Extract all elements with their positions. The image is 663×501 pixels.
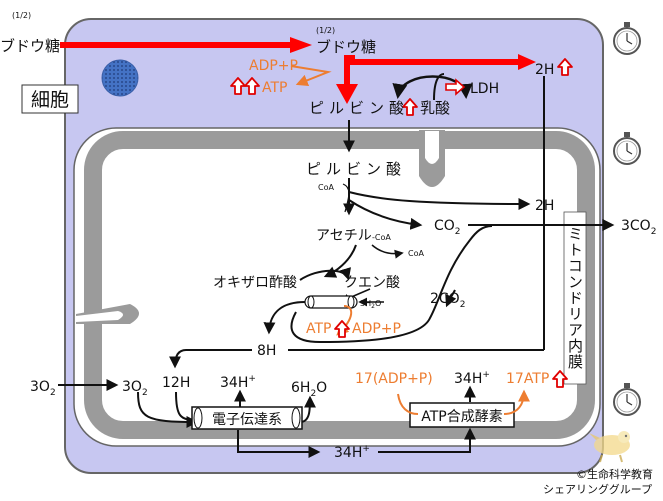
etc-label: 電子伝達系 — [212, 412, 282, 428]
three-o2-in-label: 3O — [122, 379, 142, 395]
ldh-arrow — [445, 78, 466, 96]
oxaloacetate-label: オキザロ酢酸 — [213, 275, 297, 291]
cell-label-box — [21, 84, 79, 114]
cycle-return-arrow — [263, 301, 306, 335]
svg-text:CO2: CO2 — [434, 218, 461, 237]
oxaloacetate-to-citrate-arrow — [299, 267, 351, 281]
half-label-mid: (1/2) — [316, 26, 335, 35]
glucose-to-2h-arrow — [349, 55, 518, 65]
mitochondrion-outer — [73, 127, 601, 447]
coa-input-arrow — [342, 183, 350, 213]
seventeen-atp-label: 17ATP — [506, 371, 549, 387]
34h-left-label: 34H — [220, 375, 248, 391]
stopwatch-icon — [613, 382, 641, 416]
atp-synthase-label: ATP合成酵素 — [421, 409, 502, 425]
six-h2o-label: 6H — [291, 380, 310, 396]
lactate: 乳酸 — [420, 99, 450, 117]
atp-cycle: ATP — [306, 321, 331, 337]
ldh-label: LDH — [470, 81, 499, 97]
co2-label: CO — [434, 218, 455, 234]
pyruvate-to-2h-arrow — [348, 191, 531, 210]
34h-right-label: 34H — [454, 371, 482, 387]
two-h-mid: 2H — [535, 198, 554, 214]
svg-text:3CO2: 3CO2 — [621, 218, 656, 237]
synthase-atp-arrow — [503, 389, 530, 415]
svg-text:34H+: 34H+ — [334, 444, 370, 461]
nucleus — [101, 59, 139, 97]
atp-synthase — [409, 402, 515, 428]
pyruvate-lactate-loop — [392, 75, 473, 99]
two-co2-label: 2CO — [430, 291, 460, 307]
atp-top: ATP — [262, 80, 287, 96]
stopwatch-icon — [613, 131, 641, 165]
svg-text:6H2O: 6H2O — [291, 380, 327, 399]
three-co2-label: 3CO — [621, 218, 651, 234]
mascot-logo — [589, 431, 630, 463]
citrate-label: クエン酸 — [344, 275, 400, 291]
seventeen-adp-label: 17(ADP+P) — [355, 371, 433, 387]
eight-h-label: 8H — [257, 343, 276, 359]
inner-membrane-label: ミトコンドリア内膜 — [566, 226, 584, 370]
adp-p-top: ADP+P — [249, 58, 298, 74]
credit-line-1: ©生命科学教育 — [576, 467, 653, 481]
half-label-left: (1/2) — [12, 11, 31, 20]
coa-label-2: CoA — [408, 249, 424, 258]
stopwatch-icon — [613, 21, 641, 55]
svg-text:2CO2: 2CO2 — [430, 291, 465, 310]
svg-text:34H+: 34H+ — [454, 370, 490, 387]
acetyl-to-citrate-arrow — [323, 244, 357, 278]
acetyl-label: アセチル — [316, 228, 372, 244]
adp-p-cycle: ADP+P — [352, 321, 401, 337]
electron-transport-chain — [191, 406, 303, 430]
34h-bottom-label: 34H — [334, 445, 362, 461]
pyruvate-mito: ピルビン酸 — [306, 160, 406, 178]
inner-membrane-label-box — [563, 211, 587, 385]
glucose-left: ブドウ糖 — [0, 37, 60, 55]
coa-label-1: CoA — [318, 183, 334, 192]
svg-text:3H2O: 3H2O — [360, 299, 381, 310]
proton-flow — [237, 430, 321, 458]
pyruvate-to-co2-arrow — [348, 199, 423, 230]
credit-line-2: シェアリンググループ — [543, 482, 652, 496]
svg-text:34H+: 34H+ — [220, 374, 256, 391]
adp-to-atp-arrow — [290, 65, 332, 87]
twelve-h-label: 12H — [162, 375, 190, 391]
cell-label: 細胞 — [31, 89, 69, 111]
three-o2-out-label: 3O — [30, 379, 50, 395]
two-h-top: 2H — [535, 62, 554, 78]
h2o-small-label: 3H — [360, 299, 371, 308]
svg-text:3O2: 3O2 — [122, 379, 148, 398]
pyruvate-top: ピルビン酸 — [309, 99, 409, 117]
svg-text:3O2: 3O2 — [30, 379, 56, 398]
o2-to-etc-arrow — [137, 391, 199, 428]
8h-to-12h-arrow — [169, 349, 252, 369]
acetyl-coa-suffix: -CoA — [372, 233, 391, 242]
glucose-mid: ブドウ糖 — [316, 38, 376, 56]
